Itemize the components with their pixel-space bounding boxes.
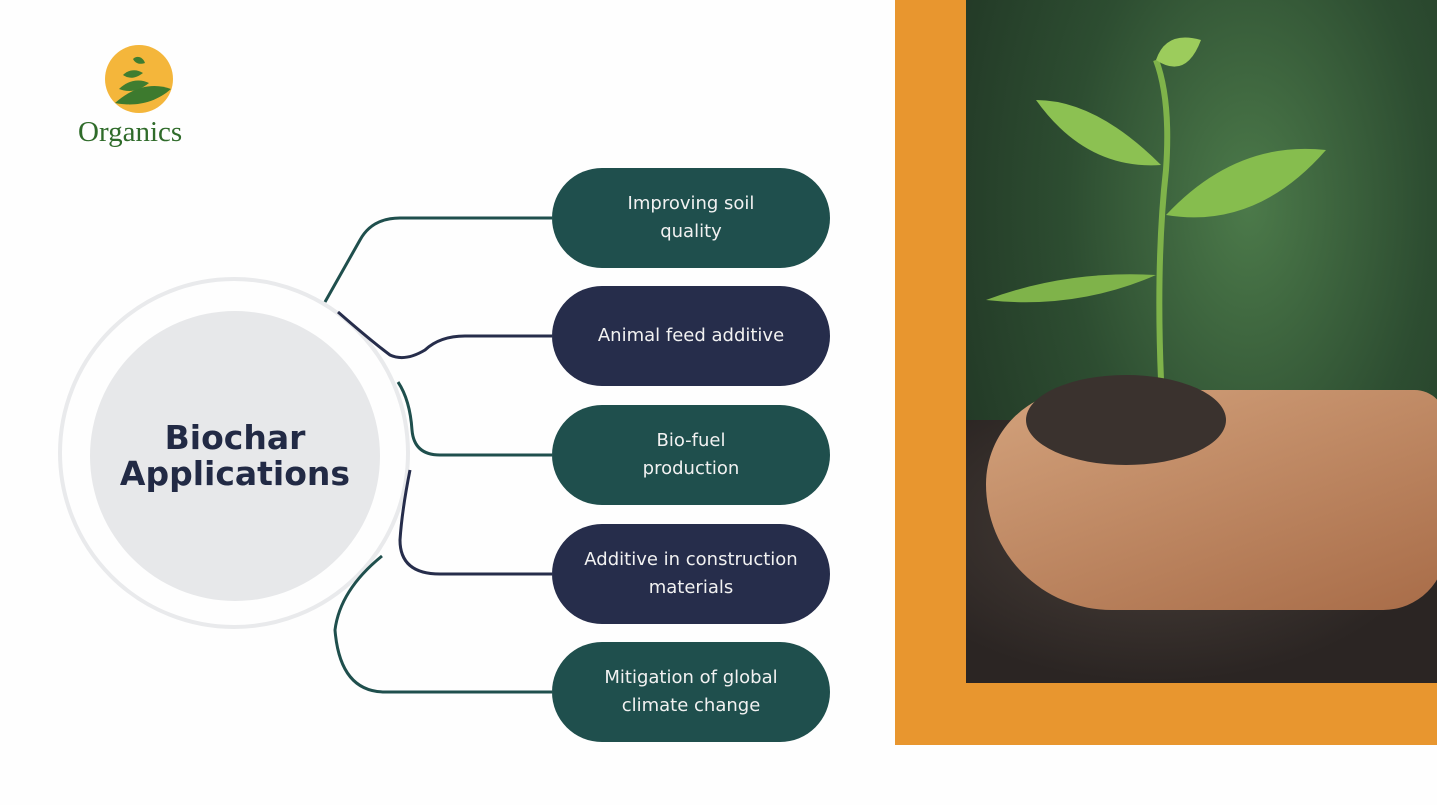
pill-label: Bio-fuel production: [642, 430, 740, 479]
connector-3: [396, 381, 552, 457]
leaf-sun-icon: [105, 45, 173, 113]
pill-label: Mitigation of global climate change: [604, 667, 778, 716]
pill-label: Additive in construction materials: [584, 549, 798, 598]
pill-label: Animal feed additive: [597, 325, 785, 346]
seedling-icon: [986, 37, 1326, 381]
center-ring: [58, 277, 410, 629]
application-pill: Additive in construction materials: [552, 524, 830, 624]
soil-mound: [1026, 375, 1226, 465]
application-pill: Improving soil quality: [552, 168, 830, 268]
application-pill: Animal feed additive: [552, 286, 830, 386]
organics-logo: Organics: [78, 42, 218, 162]
application-pill: Bio-fuel production: [552, 405, 830, 505]
application-pill: Mitigation of global climate change: [552, 642, 830, 742]
connector-5: [333, 554, 552, 694]
connector-lines: [323, 216, 552, 694]
connector-2: [337, 310, 552, 360]
logo-text: Organics: [78, 116, 183, 148]
connector-4: [398, 469, 552, 576]
seedling-in-hands-photo: [966, 0, 1437, 683]
pill-label: Improving soil quality: [627, 193, 755, 242]
connector-1: [323, 216, 552, 303]
